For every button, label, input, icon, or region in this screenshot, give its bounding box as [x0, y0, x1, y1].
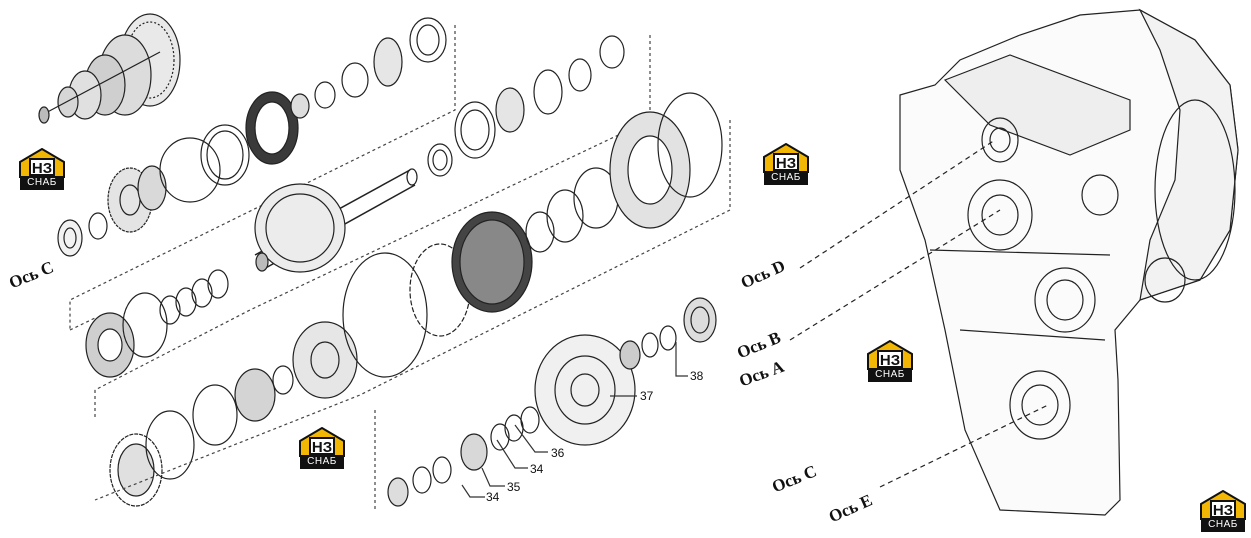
callout-38: 38 — [690, 369, 704, 383]
axis-e-group — [387, 297, 717, 507]
axis-c-left-group — [57, 17, 447, 257]
callout-37: 37 — [640, 389, 654, 403]
brand-logo: НЗ СНАБ — [762, 143, 810, 187]
group-frame-1 — [69, 25, 456, 330]
callout-34b: 34 — [530, 462, 544, 476]
brand-logo: НЗ СНАБ — [866, 340, 914, 384]
axis-d-shaft-group — [85, 35, 625, 378]
axis-b-clutch-group — [109, 92, 723, 507]
callout-34a: 34 — [486, 490, 500, 504]
brand-logo: НЗ СНАБ — [1199, 490, 1247, 534]
gearbox-housing — [899, 8, 1239, 516]
brand-logo: НЗ СНАБ — [298, 427, 346, 471]
assembled-shaft-cluster — [38, 13, 181, 124]
group-frame-2 — [94, 35, 651, 391]
group-frame-3 — [94, 120, 731, 501]
brand-logo: НЗ СНАБ — [18, 148, 66, 192]
callout-36: 36 — [551, 446, 565, 460]
callout-35: 35 — [507, 480, 521, 494]
